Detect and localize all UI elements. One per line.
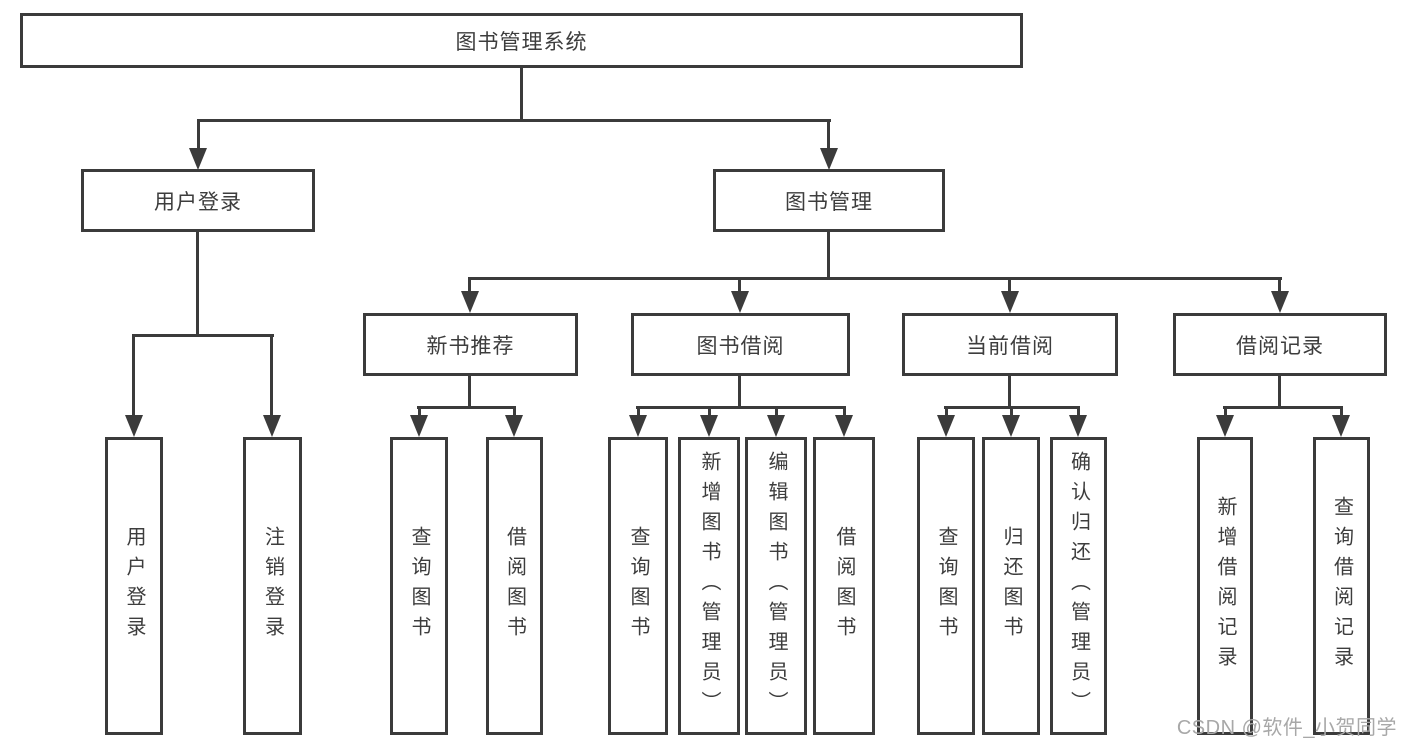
node-library-management-system: 图书管理系统 (20, 13, 1023, 68)
connector-line (132, 334, 135, 415)
connector-line (418, 406, 421, 416)
leaf-add-borrow-record: 新增借阅记录 (1197, 437, 1253, 735)
arrowhead-icon (820, 148, 838, 170)
connector-user-login-branch (132, 334, 274, 337)
arrowhead-icon (189, 148, 207, 170)
connector-root-stem (520, 66, 523, 120)
connector-line (1278, 277, 1281, 291)
arrowhead-icon (1001, 291, 1019, 313)
node-label: 用户登录 (154, 190, 242, 214)
connector-root-branch (197, 119, 831, 122)
node-label: 借阅记录 (1236, 334, 1324, 358)
leaf-query-books-borrowing: 查询图书 (608, 437, 668, 735)
leaf-label: 编辑图书（管理员） (765, 451, 787, 721)
node-label: 新书推荐 (426, 334, 515, 358)
connector-line (468, 277, 471, 291)
leaf-label: 查询借阅记录 (1330, 496, 1353, 676)
connector-current-borrow-stem (1008, 374, 1011, 407)
node-label: 图书管理系统 (455, 30, 588, 54)
node-new-book-recommendation: 新书推荐 (363, 313, 578, 376)
leaf-label: 用户登录 (123, 526, 145, 646)
leaf-query-borrow-record: 查询借阅记录 (1313, 437, 1370, 735)
connector-line (1010, 406, 1013, 416)
connector-line (513, 406, 516, 416)
connector-line (270, 334, 273, 415)
connector-line (843, 406, 846, 416)
leaf-label: 借阅图书 (833, 526, 855, 646)
arrowhead-icon (767, 415, 785, 437)
connector-book-mgmt-stem (827, 230, 830, 278)
connector-book-borrow-branch (636, 406, 846, 409)
connector-line (1340, 406, 1343, 416)
leaf-query-books-recommend: 查询图书 (390, 437, 448, 735)
leaf-borrow-books-recommend: 借阅图书 (486, 437, 543, 735)
connector-borrow-record-stem (1278, 374, 1281, 407)
arrowhead-icon (1271, 291, 1289, 313)
leaf-label: 归还图书 (1000, 526, 1022, 646)
arrowhead-icon (505, 415, 523, 437)
connector-line (637, 406, 640, 416)
connector-line (1224, 406, 1227, 416)
arrowhead-icon (461, 291, 479, 313)
arrowhead-icon (1069, 415, 1087, 437)
arrowhead-icon (731, 291, 749, 313)
connector-line (945, 406, 948, 416)
connector-new-book-stem (468, 374, 471, 407)
connector-line (197, 119, 200, 149)
leaf-confirm-return-admin: 确认归还（管理员） (1050, 437, 1107, 735)
leaf-add-books-admin: 新增图书（管理员） (678, 437, 740, 735)
node-label: 图书管理 (785, 190, 873, 214)
leaf-edit-books-admin: 编辑图书（管理员） (745, 437, 807, 735)
connector-line (1008, 277, 1011, 291)
leaf-label: 查询图书 (627, 526, 649, 646)
csdn-watermark: CSDN @软件_小贺同学 (1176, 717, 1397, 739)
leaf-borrow-books-borrowing: 借阅图书 (813, 437, 875, 735)
arrowhead-icon (835, 415, 853, 437)
node-book-borrowing: 图书借阅 (631, 313, 850, 376)
leaf-logout: 注销登录 (243, 437, 302, 735)
connector-line (708, 406, 711, 416)
node-label: 当前借阅 (966, 334, 1054, 358)
connector-line (827, 119, 830, 149)
connector-user-login-stem (196, 230, 199, 335)
leaf-query-books-current: 查询图书 (917, 437, 975, 735)
arrowhead-icon (1216, 415, 1234, 437)
connector-book-borrow-stem (738, 374, 741, 407)
leaf-label: 查询图书 (935, 526, 957, 646)
arrowhead-icon (937, 415, 955, 437)
leaf-label: 查询图书 (408, 526, 430, 646)
leaf-label: 借阅图书 (503, 526, 526, 646)
leaf-label: 新增借阅记录 (1214, 496, 1236, 676)
leaf-label: 注销登录 (261, 526, 284, 646)
leaf-label: 确认归还（管理员） (1067, 451, 1090, 721)
arrowhead-icon (263, 415, 281, 437)
node-user-login: 用户登录 (81, 169, 315, 232)
node-borrowing-records: 借阅记录 (1173, 313, 1387, 376)
connector-borrow-record-branch (1223, 406, 1343, 409)
arrowhead-icon (125, 415, 143, 437)
arrowhead-icon (410, 415, 428, 437)
connector-line (1077, 406, 1080, 416)
arrowhead-icon (1002, 415, 1020, 437)
leaf-return-books: 归还图书 (982, 437, 1040, 735)
connector-line (738, 277, 741, 291)
arrowhead-icon (1332, 415, 1350, 437)
connector-book-mgmt-branch (468, 277, 1282, 280)
arrowhead-icon (629, 415, 647, 437)
leaf-label: 新增图书（管理员） (698, 451, 720, 721)
connector-new-book-branch (417, 406, 516, 409)
node-book-management: 图书管理 (713, 169, 945, 232)
node-label: 图书借阅 (696, 334, 785, 358)
node-current-borrowing: 当前借阅 (902, 313, 1118, 376)
leaf-user-login: 用户登录 (105, 437, 163, 735)
connector-line (775, 406, 778, 416)
arrowhead-icon (700, 415, 718, 437)
